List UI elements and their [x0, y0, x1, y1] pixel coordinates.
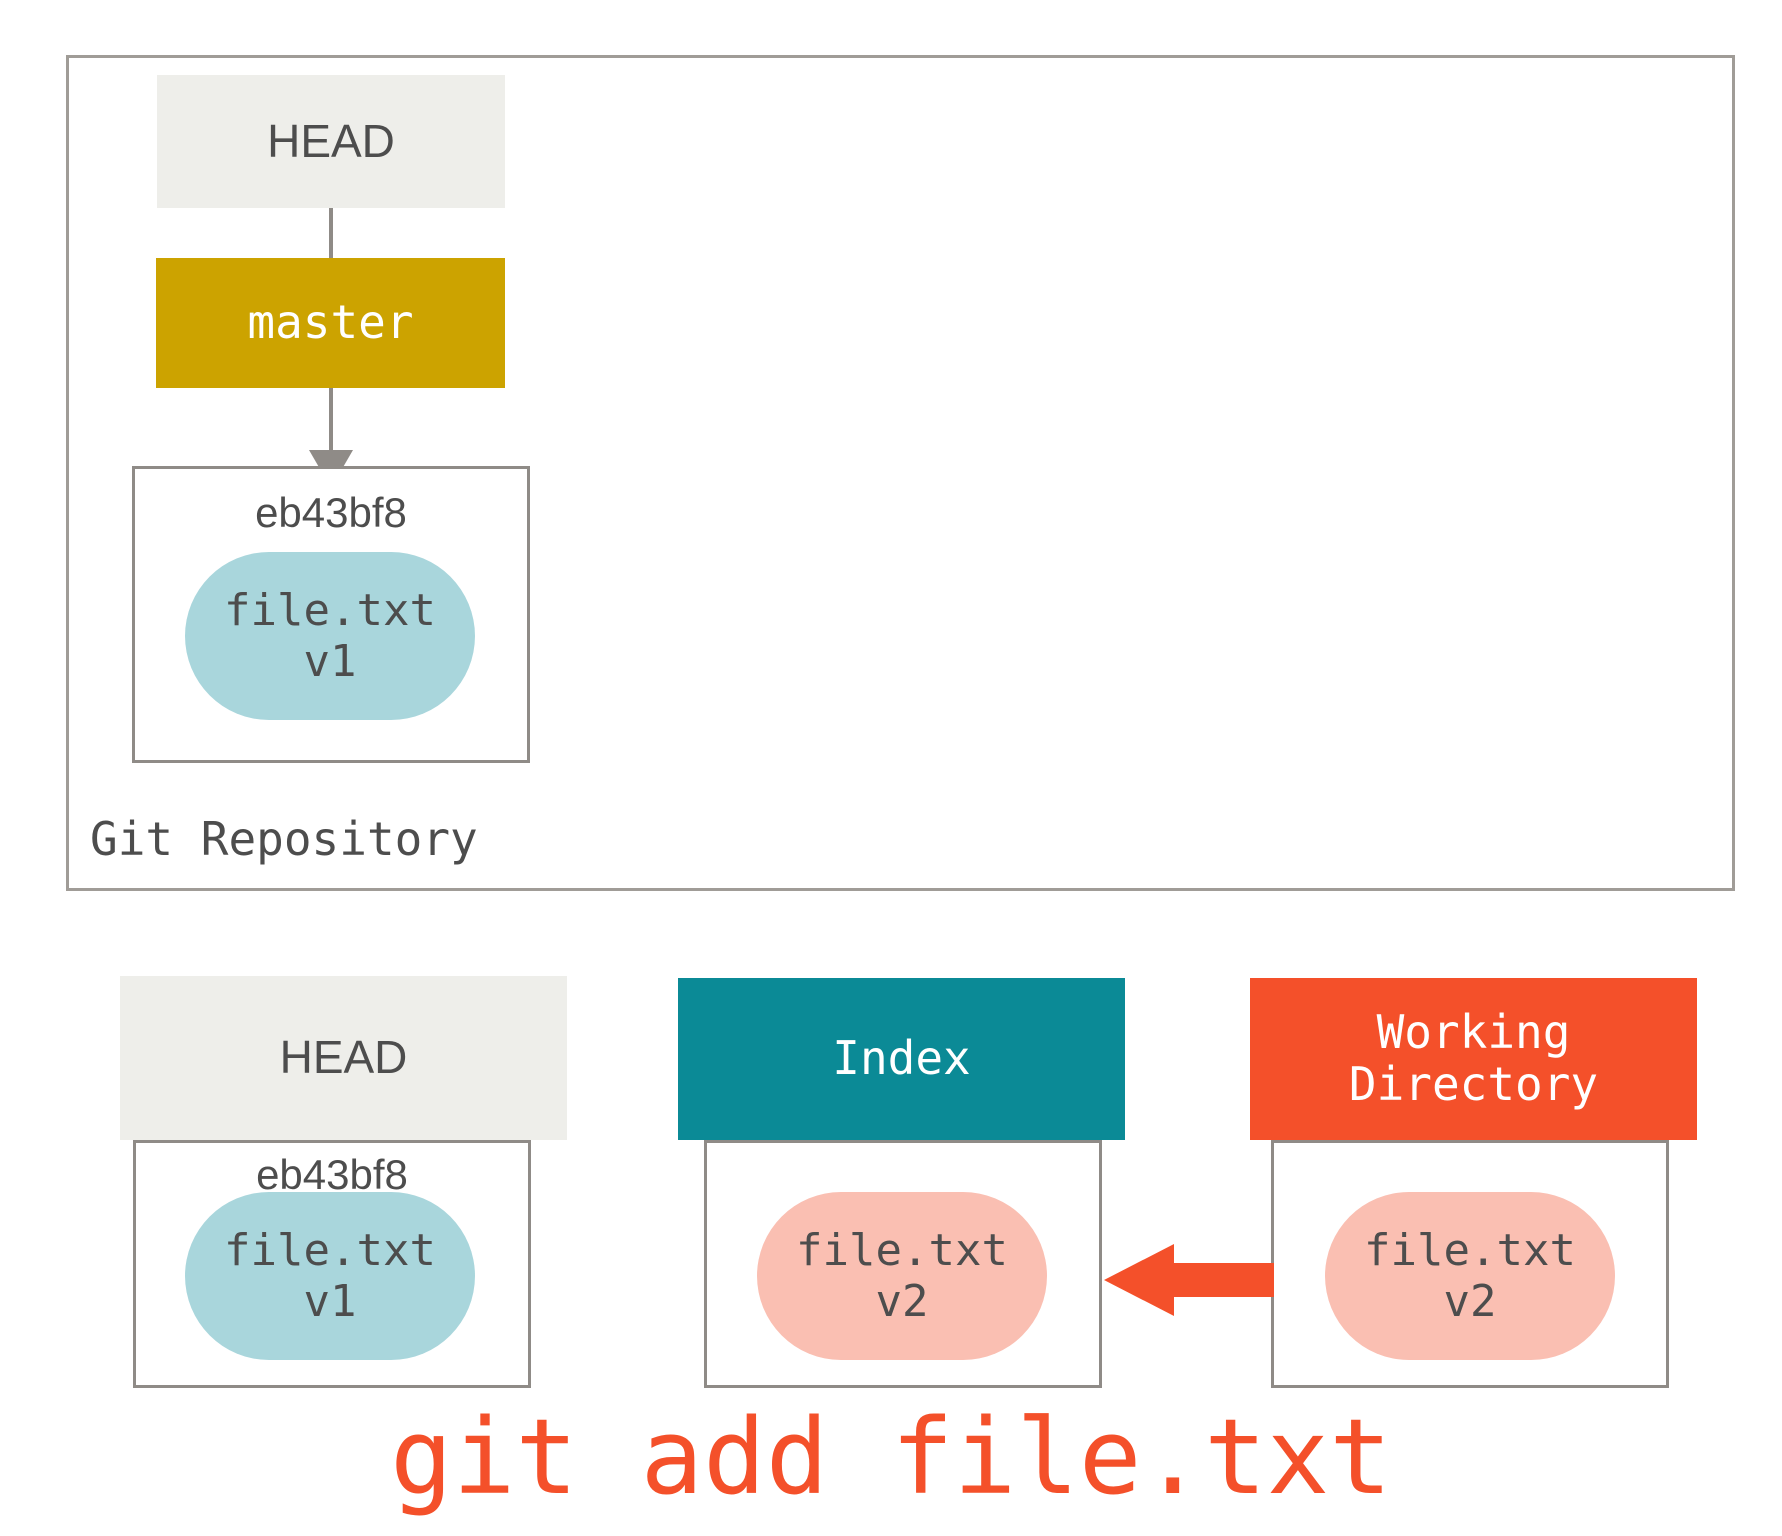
area-header-working-directory-label-line2: Directory — [1348, 1057, 1599, 1111]
area-working-directory-file-version: v2 — [1443, 1276, 1497, 1327]
area-header-working-directory-label-line1: Working — [1376, 1005, 1571, 1060]
command-caption: git add file.txt — [390, 1396, 1392, 1518]
area-index-file-blob: file.txt v2 — [757, 1192, 1047, 1360]
area-working-directory-file-blob: file.txt v2 — [1325, 1192, 1615, 1360]
repo-head-label: HEAD — [267, 114, 395, 167]
repo-commit-hash: eb43bf8 — [255, 489, 407, 536]
repo-commit-file-version: v1 — [303, 636, 357, 687]
area-header-head-label: HEAD — [279, 1031, 408, 1084]
stage-arrow-head-icon — [1104, 1244, 1174, 1316]
area-head-file-blob: file.txt v1 — [185, 1192, 475, 1360]
area-header-index: Index — [678, 978, 1125, 1140]
repo-head-box: HEAD — [157, 75, 505, 208]
git-repository-label: Git Repository — [90, 812, 478, 866]
repo-commit-file-blob: file.txt v1 — [185, 552, 475, 720]
repo-commit-file-name: file.txt — [224, 584, 436, 636]
area-head-file-version: v1 — [303, 1276, 357, 1327]
area-index-file-version: v2 — [875, 1276, 929, 1327]
area-working-directory-file-name: file.txt — [1364, 1224, 1576, 1276]
stage-arrow-shaft — [1172, 1263, 1274, 1297]
head-to-master-connector — [329, 208, 333, 258]
area-index-file-name: file.txt — [796, 1224, 1008, 1276]
repo-branch-box: master — [156, 258, 505, 388]
repo-branch-label: master — [247, 295, 414, 350]
area-head-hash: eb43bf8 — [256, 1151, 408, 1198]
area-header-index-label: Index — [832, 1031, 971, 1086]
area-header-head: HEAD — [120, 976, 567, 1140]
area-head-file-name: file.txt — [224, 1224, 436, 1276]
area-header-working-directory: Working Directory — [1250, 978, 1697, 1140]
master-to-commit-line — [329, 388, 333, 450]
